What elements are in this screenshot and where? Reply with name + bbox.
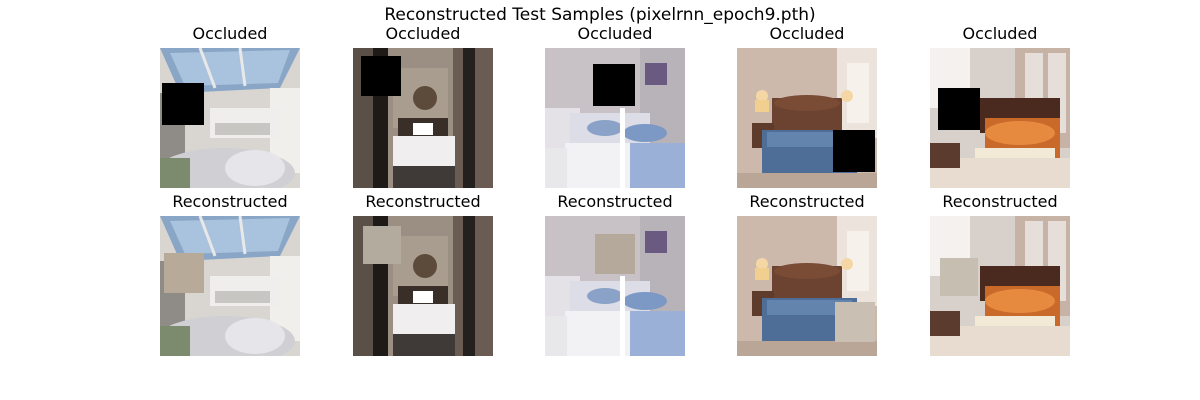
reconstructed-image-5 (930, 216, 1070, 356)
reconstructed-image-2 (353, 216, 493, 356)
occluded-image-4 (737, 48, 877, 188)
occluded-image-3 (545, 48, 685, 188)
reconstructed-image-4 (737, 216, 877, 356)
panel-title-occluded-3: Occluded (577, 24, 653, 43)
occluded-image-1 (160, 48, 300, 188)
panel-title-reconstructed-3: Reconstructed (557, 192, 673, 211)
panel-title-reconstructed-1: Reconstructed (172, 192, 288, 211)
occluded-image-5 (930, 48, 1070, 188)
panel-title-reconstructed-2: Reconstructed (365, 192, 481, 211)
panel-title-occluded-2: Occluded (385, 24, 461, 43)
panel-title-reconstructed-4: Reconstructed (749, 192, 865, 211)
panel-title-reconstructed-5: Reconstructed (942, 192, 1058, 211)
occluded-image-2 (353, 48, 493, 188)
panel-title-occluded-5: Occluded (962, 24, 1038, 43)
reconstructed-image-3 (545, 216, 685, 356)
reconstructed-image-1 (160, 216, 300, 356)
panel-title-occluded-4: Occluded (769, 24, 845, 43)
panel-title-occluded-1: Occluded (192, 24, 268, 43)
figure-title: Reconstructed Test Samples (pixelrnn_epo… (384, 5, 816, 25)
